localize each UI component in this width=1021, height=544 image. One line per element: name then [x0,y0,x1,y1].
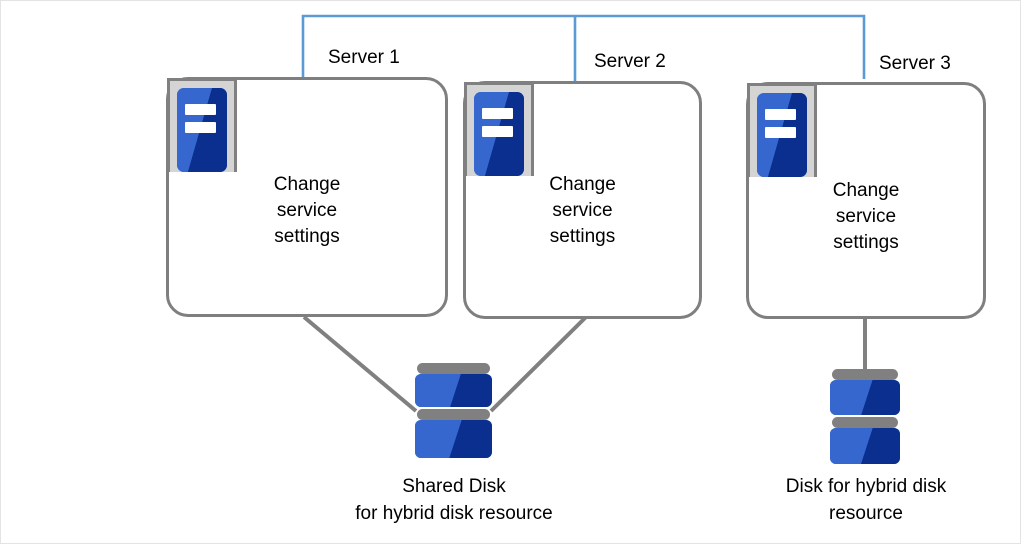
server-icon-bar-top-3 [765,108,796,120]
server-body-line1-2: Change [549,174,616,195]
server-body-line3-2: settings [549,226,616,247]
server-icon-2 [464,82,534,176]
server-icon-bar-top-1 [185,103,216,115]
server-label-1: Server 1 [328,47,400,68]
server-icon-bar-bottom-2 [482,126,513,138]
disk-plate-middle [417,409,490,420]
server-icon-bar-bottom-1 [185,122,216,134]
local-disk-icon [830,369,900,464]
local-disk-plate-top [832,369,898,380]
disk-plate-top [417,363,490,374]
disk-slab-upper [415,374,492,407]
shared-disk-icon [415,363,492,458]
local-disk-caption-line2: resource [829,503,903,524]
server-icon-3 [747,83,817,177]
server-body-line2-1: service [276,200,338,221]
connector-server1-shared-disk [302,315,418,413]
server-icon-bar-bottom-3 [765,127,796,139]
server-body-line2-2: service [552,200,613,221]
local-disk-caption: Disk for hybrid disk resource [761,473,971,527]
shared-disk-caption-line2: for hybrid disk resource [355,503,553,524]
server-icon-bar-top-2 [482,107,513,119]
disk-slab-lower [415,420,492,458]
server-label-3: Server 3 [879,53,951,74]
local-disk-plate-middle [832,417,898,428]
local-disk-slab-upper [830,380,900,415]
server-body-line3-1: settings [274,226,340,247]
server-body-line1-3: Change [832,180,900,201]
shared-disk-caption: Shared Disk for hybrid disk resource [333,473,575,527]
local-disk-slab-lower [830,428,900,464]
server-icon-1 [167,78,237,172]
shared-disk-caption-line1: Shared Disk [402,476,506,497]
server-body-line2-3: service [835,206,897,227]
connector-server2-shared-disk [489,315,588,413]
server-label-2: Server 2 [594,51,666,72]
server-body-line3-3: settings [833,232,899,253]
server-body-line1-1: Change [273,174,341,195]
local-disk-caption-line1: Disk for hybrid disk [785,476,947,497]
